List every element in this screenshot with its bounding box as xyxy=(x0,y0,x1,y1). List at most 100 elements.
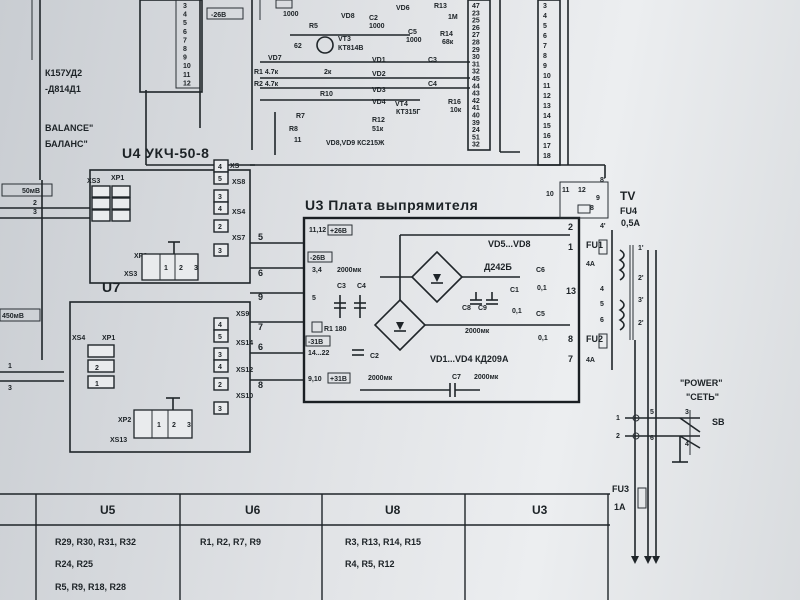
svg-text:FU4: FU4 xyxy=(620,206,637,216)
svg-text:VD8,VD9 КС215Ж: VD8,VD9 КС215Ж xyxy=(326,140,385,147)
svg-text:13: 13 xyxy=(566,286,576,296)
svg-text:0,5А: 0,5А xyxy=(621,218,641,228)
voltage-50mv: 50мВ xyxy=(22,188,40,195)
u7-pin-label: 2 xyxy=(218,382,222,389)
svg-text:XS13: XS13 xyxy=(110,437,127,444)
svg-text:-31В: -31В xyxy=(308,339,323,346)
svg-text:VD2: VD2 xyxy=(372,71,386,78)
svg-text:XS12: XS12 xyxy=(236,367,253,374)
top-mid-pin-label: 39 xyxy=(472,120,480,127)
table-cell: R1, R2, R7, R9 xyxy=(200,537,261,547)
top-mid-pin-label: 29 xyxy=(472,47,480,54)
svg-text:VD3: VD3 xyxy=(372,87,386,94)
svg-text:FU1: FU1 xyxy=(586,240,603,250)
svg-text:C4: C4 xyxy=(357,283,366,290)
svg-text:8': 8' xyxy=(600,177,606,184)
svg-text:1000: 1000 xyxy=(283,11,299,18)
top-left-pin-label: 7 xyxy=(183,37,187,44)
top-right-pin-label: 9 xyxy=(543,63,547,70)
svg-text:8: 8 xyxy=(590,205,594,212)
svg-text:C7: C7 xyxy=(452,374,461,381)
svg-text:1000: 1000 xyxy=(406,37,422,44)
u4-pin-label: 3 xyxy=(218,194,222,201)
voltage-box-450mv xyxy=(0,308,41,322)
svg-text:R14: R14 xyxy=(440,31,453,38)
svg-text:4: 4 xyxy=(600,286,604,293)
u4-connector-pin: 3 xyxy=(194,265,198,272)
svg-text:XS3: XS3 xyxy=(124,271,137,278)
u7-pin-label: 4 xyxy=(218,364,222,371)
top-right-pin-label: 6 xyxy=(543,33,547,40)
svg-text:1: 1 xyxy=(95,381,99,388)
svg-text:4А: 4А xyxy=(586,261,595,268)
svg-text:R16: R16 xyxy=(448,99,461,106)
svg-text:C8: C8 xyxy=(462,305,471,312)
power-switch-area: "POWER" "СЕТЬ" SB 1 2 5 6 3 4 FU3 1А xyxy=(612,378,725,564)
top-left-pin-label: 10 xyxy=(183,63,191,70)
svg-text:1000: 1000 xyxy=(369,23,385,30)
top-right-pin-label: 11 xyxy=(543,83,551,90)
top-left-pin-label: 5 xyxy=(183,20,187,27)
u7-connector-pin: 1 xyxy=(157,422,161,429)
svg-text:КТ814В: КТ814В xyxy=(338,45,363,52)
voltage-box-50mv xyxy=(1,183,53,197)
top-left-pin-label: 3 xyxy=(183,3,187,10)
svg-text:2': 2' xyxy=(638,320,644,327)
svg-text:+26В: +26В xyxy=(330,228,347,235)
svg-text:XP1: XP1 xyxy=(102,335,115,342)
svg-text:2к: 2к xyxy=(324,69,332,76)
top-left-pin-label: 9 xyxy=(183,55,187,62)
svg-text:2000мк: 2000мк xyxy=(368,375,393,382)
top-mid-pin-label: 27 xyxy=(472,32,480,39)
table-header: U6 xyxy=(245,503,261,517)
table-cell: R29, R30, R31, R32 xyxy=(55,537,136,547)
svg-text:3: 3 xyxy=(685,409,689,416)
u4-pin-label: 5 xyxy=(218,176,222,183)
svg-text:2: 2 xyxy=(95,365,99,372)
top-mid-pin-label: 26 xyxy=(472,25,480,32)
u4-pin-label: 3 xyxy=(218,248,222,255)
u7-pin-label: 4 xyxy=(218,322,222,329)
svg-text:VD5...VD8: VD5...VD8 xyxy=(488,239,531,249)
svg-text:VD1: VD1 xyxy=(372,57,386,64)
svg-text:VD4: VD4 xyxy=(372,99,386,106)
top-left-pin-label: 6 xyxy=(183,29,187,36)
svg-text:6: 6 xyxy=(258,268,263,278)
bridge-vd5-vd8 xyxy=(410,250,464,304)
svg-text:5: 5 xyxy=(600,301,604,308)
svg-text:XS8: XS8 xyxy=(232,179,245,186)
svg-text:4': 4' xyxy=(600,223,606,230)
svg-text:R13: R13 xyxy=(434,3,447,10)
svg-text:1: 1 xyxy=(568,242,573,252)
svg-text:1А: 1А xyxy=(614,502,626,512)
ic-label-d814: -Д814Д1 xyxy=(45,84,81,94)
top-mid-pin-label: 32 xyxy=(472,142,480,149)
top-left-pin-label: 4 xyxy=(183,12,187,19)
top-circuit: -26В 1000 R5 VD8 VT3 КТ814В C2 1000 62 V… xyxy=(139,0,569,166)
svg-text:КТ315Г: КТ315Г xyxy=(396,109,420,116)
svg-text:1': 1' xyxy=(638,245,644,252)
svg-text:FU3: FU3 xyxy=(612,484,629,494)
svg-text:R12: R12 xyxy=(372,117,385,124)
balance-label-en: BALANCE" xyxy=(45,123,93,133)
top-mid-pin-label: 44 xyxy=(472,83,480,90)
u4-connector-pin: 1 xyxy=(164,265,168,272)
top-mid-pin-label: 24 xyxy=(472,127,480,134)
svg-text:XS7: XS7 xyxy=(232,235,245,242)
svg-text:VT3: VT3 xyxy=(338,36,351,43)
top-right-pin-label: 17 xyxy=(543,143,551,150)
tv-transformer: TV FU4 0,5А 10 11 12 9 8 8' 4' FU1 4А FU… xyxy=(546,177,657,560)
svg-text:11,12: 11,12 xyxy=(309,227,326,234)
svg-text:C9: C9 xyxy=(478,305,487,312)
svg-text:8: 8 xyxy=(258,380,263,390)
svg-text:VT4: VT4 xyxy=(395,101,408,108)
top-mid-pin-label: 41 xyxy=(472,105,480,112)
top-right-pin-label: 16 xyxy=(543,133,551,140)
top-right-pin-label: 18 xyxy=(543,153,551,160)
top-pin-labels: 3456789101112472325262728293031324544434… xyxy=(183,3,551,160)
svg-text:C2: C2 xyxy=(370,353,379,360)
top-mid-pin-label: 40 xyxy=(472,113,480,120)
svg-text:R10: R10 xyxy=(320,91,333,98)
